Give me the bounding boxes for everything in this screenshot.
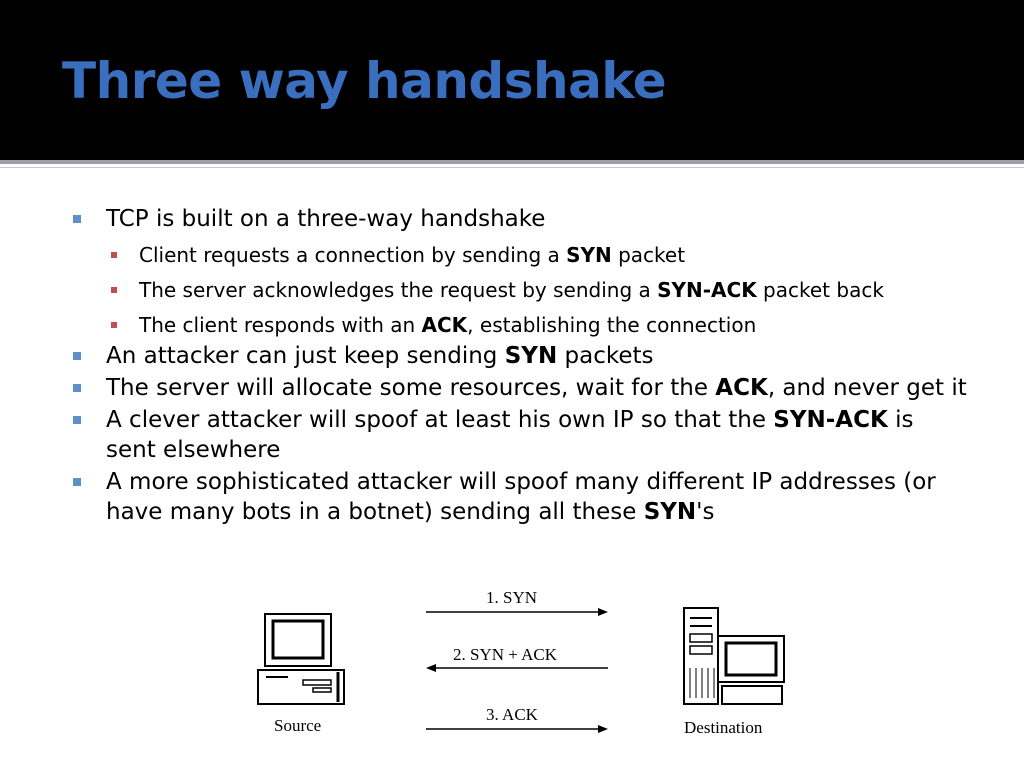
bullet-text-pre: The server will allocate some resources,… [106,375,716,401]
bullet-text-post: packet [611,243,686,267]
bullet-text: TCP is built on a three-way handshake [106,206,546,232]
bullet-text-bold: SYN [566,243,612,267]
bullet-text-bold: ACK [715,375,768,401]
syn-ack-label: 2. SYN + ACK [453,645,558,664]
square-bullet-icon [73,416,81,424]
bullet-text-post: 's [696,499,715,525]
ack-label: 3. ACK [486,705,538,724]
arrow-left-icon [426,664,608,672]
bullet-list: TCP is built on a three-way handshake Cl… [70,204,970,527]
square-bullet-icon [111,322,117,328]
bullet-item: The server will allocate some resources,… [70,373,970,403]
handshake-diagram-graphic [257,607,785,733]
bullet-text-pre: The server acknowledges the request by s… [139,278,658,302]
handshake-diagram: 1. SYN 2. SYN + ACK 3. ACK Source Destin… [248,588,808,748]
sub-bullet-item: Client requests a connection by sending … [70,242,970,269]
destination-server-icon [683,607,785,705]
bullet-text-post: packet back [756,278,884,302]
square-bullet-icon [111,252,117,258]
bullet-item: TCP is built on a three-way handshake [70,204,970,234]
sub-bullet-item: The server acknowledges the request by s… [70,277,970,304]
bullet-text-pre: A more sophisticated attacker will spoof… [106,469,936,525]
bullet-item: An attacker can just keep sending SYN pa… [70,341,970,371]
square-bullet-icon [73,478,81,486]
slide-header: Three way handshake [0,0,1024,160]
bullet-item: A more sophisticated attacker will spoof… [70,467,970,527]
square-bullet-icon [73,384,81,392]
header-divider [0,160,1024,164]
bullet-text-pre: Client requests a connection by sending … [139,243,567,267]
sub-bullet-item: The client responds with an ACK, establi… [70,312,970,339]
bullet-text-post: is sent elsewhere [106,407,914,463]
arrow-right-icon [426,608,608,616]
bullet-text-pre: An attacker can just keep sending [106,343,505,369]
bullet-text-bold: SYN [504,343,558,369]
destination-label: Destination [684,718,763,737]
bullet-text-post: packets [557,343,654,369]
bullet-text-pre: A clever attacker will spoof at least hi… [106,407,774,433]
bullet-text-bold: ACK [421,313,468,337]
syn-label: 1. SYN [486,588,538,607]
bullet-item: A clever attacker will spoof at least hi… [70,405,970,465]
header-divider-thin [0,167,1024,168]
source-computer-icon [257,613,345,705]
slide-title: Three way handshake [62,52,667,110]
square-bullet-icon [73,215,81,223]
source-label: Source [274,716,322,735]
bullet-text-pre: The client responds with an [139,313,422,337]
bullet-text-post: , and never get it [767,375,967,401]
bullet-text-post: , establishing the connection [467,313,757,337]
bullet-text-bold: SYN-ACK [773,407,888,433]
bullet-text-bold: SYN-ACK [657,278,757,302]
arrow-right-icon [426,725,608,733]
square-bullet-icon [73,352,81,360]
bullet-text-bold: SYN [643,499,697,525]
square-bullet-icon [111,287,117,293]
